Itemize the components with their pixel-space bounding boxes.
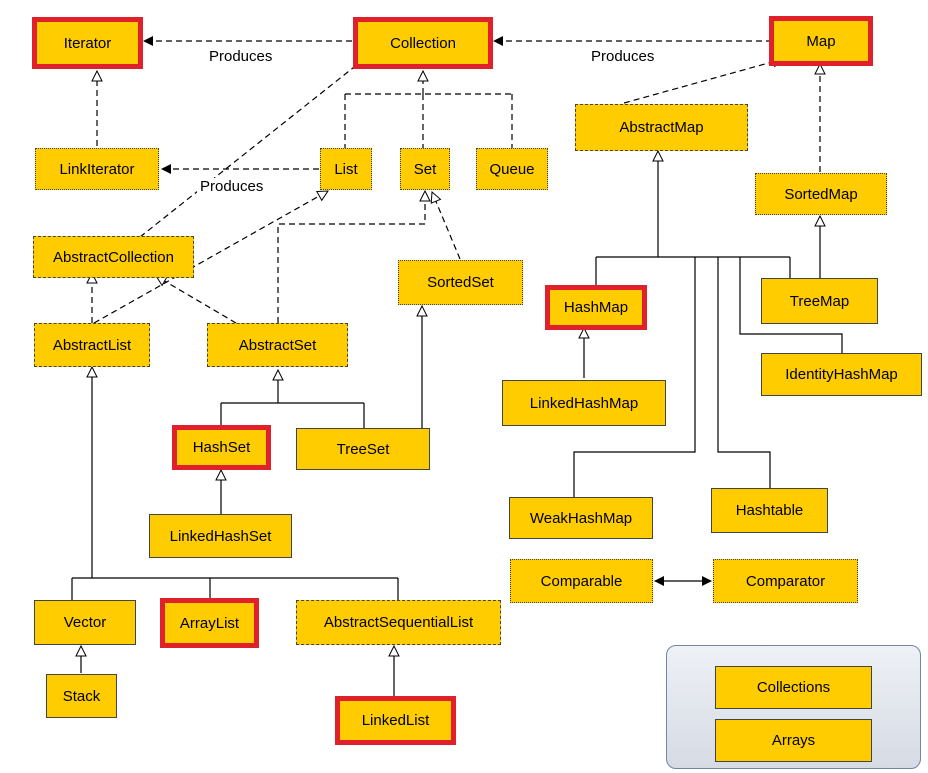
inherit-link <box>432 192 461 260</box>
treeset-box: TreeSet <box>296 428 430 470</box>
stack-box: Stack <box>46 674 117 718</box>
hashset-box: HashSet <box>172 425 271 470</box>
abstractcollection-box: AbstractCollection <box>33 236 194 278</box>
arraylist-box: ArrayList <box>160 598 259 648</box>
sortedmap-box: SortedMap <box>755 173 887 215</box>
collection-box: Collection <box>353 17 493 69</box>
produces-label: Produces <box>206 48 276 65</box>
inherit-link <box>717 257 771 488</box>
sortedset-box: SortedSet <box>398 260 523 305</box>
arrays-box: Arrays <box>715 719 872 762</box>
abstractset-box: AbstractSet <box>207 323 348 367</box>
weakhashmap-box: WeakHashMap <box>509 497 653 539</box>
linkedhashmap-box: LinkedHashMap <box>502 380 666 426</box>
set-box: Set <box>400 148 450 190</box>
collections-box: Collections <box>715 666 872 709</box>
linkedhashset-box: LinkedHashSet <box>149 514 292 558</box>
abstractsequentiallist-box: AbstractSequentialList <box>296 600 501 645</box>
inherit-link <box>139 56 368 238</box>
hashmap-box: HashMap <box>545 285 647 330</box>
hashtable-box: Hashtable <box>711 488 828 533</box>
comparator-box: Comparator <box>713 559 858 603</box>
identityhashmap-box: IdentityHashMap <box>761 353 922 396</box>
queue-box: Queue <box>476 148 548 190</box>
inherit-link <box>156 276 237 324</box>
produces-label: Produces <box>588 48 658 65</box>
linkedlist-box: LinkedList <box>335 696 456 745</box>
produces-label: Produces <box>197 178 267 195</box>
abstractlist-box: AbstractList <box>34 323 150 367</box>
abstractmap-box: AbstractMap <box>575 104 748 151</box>
inherit-link <box>623 59 783 104</box>
linkiterator-box: LinkIterator <box>35 148 159 190</box>
inherit-link <box>277 191 425 323</box>
list-box: List <box>320 148 372 190</box>
comparable-box: Comparable <box>510 559 653 603</box>
map-box: Map <box>769 16 873 66</box>
inherit-link <box>93 191 328 324</box>
vector-box: Vector <box>34 600 136 645</box>
treemap-box: TreeMap <box>761 278 878 324</box>
inherit-link <box>573 257 696 497</box>
inherit-link <box>739 257 843 353</box>
iterator-box: Iterator <box>32 17 143 69</box>
